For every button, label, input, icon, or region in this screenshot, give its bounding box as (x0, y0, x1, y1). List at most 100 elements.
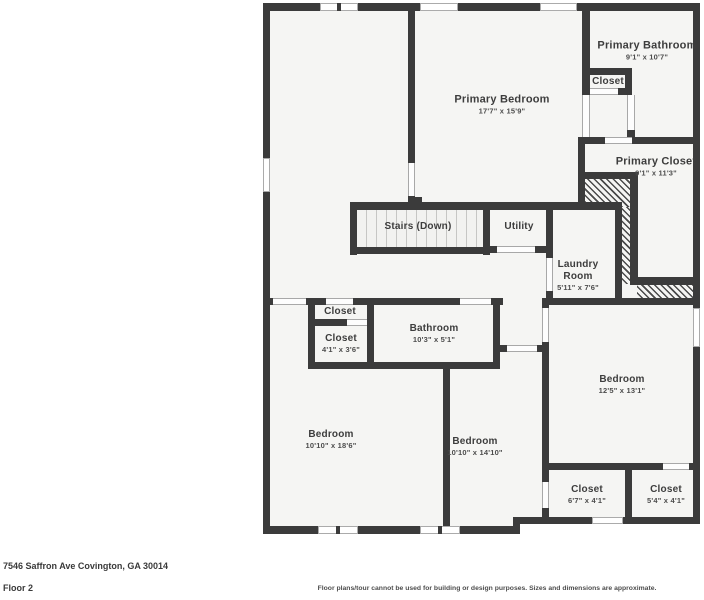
room-name: Primary Bathroom (597, 39, 697, 52)
exterior-wall (263, 3, 700, 11)
room-label-primary-bathroom: Primary Bathroom 9'1" x 10'7" (597, 40, 696, 63)
room-label-primary-bedroom: Primary Bedroom 17'7" x 15'9" (454, 94, 549, 117)
room-name: Utility (504, 221, 534, 232)
interior-wall (625, 463, 632, 524)
door-opening (627, 95, 635, 130)
room-name: Closet (650, 484, 682, 495)
door-opening (408, 163, 415, 196)
door-opening (663, 463, 689, 470)
room-label-closet-upper: Closet (324, 306, 356, 318)
interior-wall (500, 345, 507, 352)
room-label-primary-closet: Primary Closet 9'1" x 11'3" (616, 156, 696, 179)
interior-wall (350, 247, 490, 254)
room-dims: 6'7" x 4'1" (568, 496, 606, 505)
room-name: Bedroom (599, 374, 645, 385)
interior-wall (483, 246, 497, 253)
room-label-closet-bottom-left: Closet 6'7" x 4'1" (568, 484, 606, 506)
interior-wall (630, 172, 638, 284)
window (592, 517, 623, 524)
room-name: Bedroom (452, 436, 498, 447)
hatch-area (637, 284, 693, 298)
floor-label: Floor 2 (3, 583, 34, 593)
room-dims: 9'1" x 10'7" (625, 52, 669, 62)
interior-wall (367, 298, 374, 369)
room-name: Closet (325, 333, 357, 344)
door-opening (273, 298, 306, 305)
interior-wall (615, 202, 622, 305)
room-dims: 17'7" x 15'9" (478, 106, 526, 116)
interior-wall (408, 3, 415, 163)
exterior-wall (693, 3, 700, 524)
room-label-bedroom-middle: Bedroom 10'10" x 14'10" (447, 436, 502, 458)
room-label-closet-small: Closet 4'1" x 3'6" (322, 333, 360, 355)
interior-wall (632, 137, 693, 144)
room-label-laundry-room: Laundry Room 5'11" x 7'6" (549, 259, 607, 293)
room-name: Bedroom (308, 429, 354, 440)
interior-wall (689, 463, 695, 470)
interior-wall (630, 277, 693, 285)
door-opening (326, 298, 353, 305)
stairs-treads (357, 210, 483, 247)
interior-wall (308, 362, 500, 369)
exterior-wall (263, 526, 520, 534)
interior-wall (582, 3, 590, 95)
window (420, 3, 458, 11)
room-label-primary-bath-closet: Closet (592, 76, 624, 88)
room-label-bedroom-left: Bedroom 10'10" x 18'6" (305, 429, 356, 451)
door-opening (590, 88, 618, 95)
interior-wall (491, 298, 503, 305)
room-name: Laundry Room (557, 259, 599, 282)
room-dims: 10'10" x 14'10" (447, 448, 503, 457)
window-mullion (336, 526, 340, 534)
window (263, 158, 270, 192)
room-dims: 10'10" x 18'6" (305, 441, 357, 450)
room-dims: 9'1" x 11'3" (635, 168, 677, 178)
interior-wall (483, 202, 490, 255)
interior-wall (578, 137, 605, 144)
window (540, 3, 577, 11)
interior-wall (263, 298, 273, 305)
door-opening (542, 482, 549, 508)
interior-wall (542, 342, 549, 482)
interior-wall (542, 298, 700, 305)
interior-wall (537, 345, 549, 352)
interior-wall (414, 197, 422, 203)
door-opening (460, 298, 491, 305)
interior-wall (546, 463, 663, 470)
interior-wall (535, 246, 553, 253)
hatch-area (622, 207, 630, 284)
interior-wall (493, 298, 500, 369)
room-dims: 12'5" x 13'1" (598, 386, 646, 395)
interior-wall (618, 88, 632, 95)
room-dims: 5'4" x 4'1" (647, 496, 685, 505)
exterior-wall (513, 517, 520, 534)
interior-wall (353, 298, 460, 305)
room-name: Closet (592, 76, 624, 87)
interior-wall (308, 298, 315, 369)
door-opening (497, 246, 535, 253)
window (693, 308, 700, 347)
interior-wall (350, 202, 357, 255)
interior-wall (308, 319, 347, 326)
room-label-utility: Utility (504, 221, 533, 233)
interior-wall (350, 202, 622, 210)
interior-wall (542, 508, 549, 524)
interior-wall (578, 137, 585, 207)
room-label-closet-bottom-right: Closet 5'4" x 4'1" (647, 484, 685, 506)
door-opening (546, 258, 553, 291)
door-opening (542, 308, 549, 342)
room-name: Primary Closet (615, 155, 697, 168)
exterior-wall (263, 3, 270, 534)
interior-wall (585, 172, 632, 179)
room-name: Closet (324, 306, 356, 317)
room-label-stairs: Stairs (Down) (384, 221, 451, 233)
room-dims: 5'11" x 7'6" (557, 283, 599, 292)
interior-wall (582, 68, 632, 75)
room-dims: 10'3" x 5'1" (412, 335, 456, 344)
door-opening (507, 345, 537, 352)
interior-wall (582, 88, 592, 95)
disclaimer-text: Floor plans/tour cannot be used for buil… (317, 585, 657, 592)
door-opening (582, 95, 590, 137)
room-dims: 4'1" x 3'6" (322, 345, 360, 354)
room-name: Stairs (Down) (384, 221, 452, 232)
